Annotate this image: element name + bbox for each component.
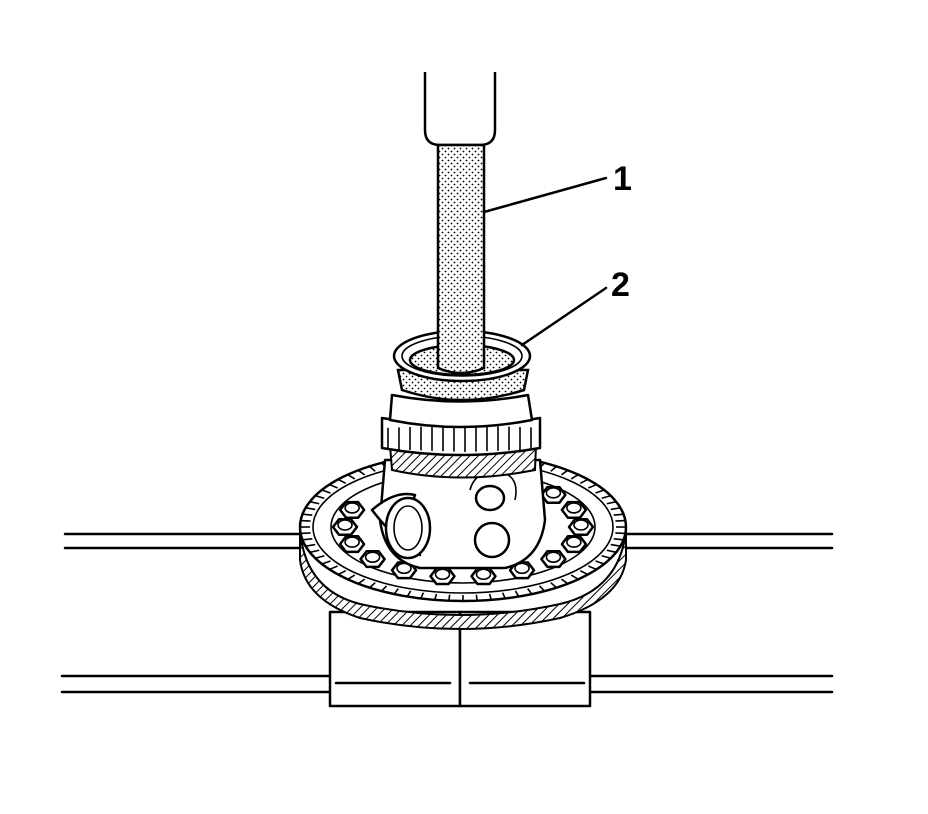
callout-1: 1	[613, 160, 632, 198]
callout-2: 2	[611, 266, 630, 304]
differential-case	[370, 458, 547, 570]
callout-leaders	[482, 176, 608, 347]
press-bed-rails	[60, 532, 834, 694]
ring-gear-bolts	[331, 485, 595, 586]
bearing-cone	[380, 393, 542, 479]
installer-tool	[423, 72, 497, 375]
